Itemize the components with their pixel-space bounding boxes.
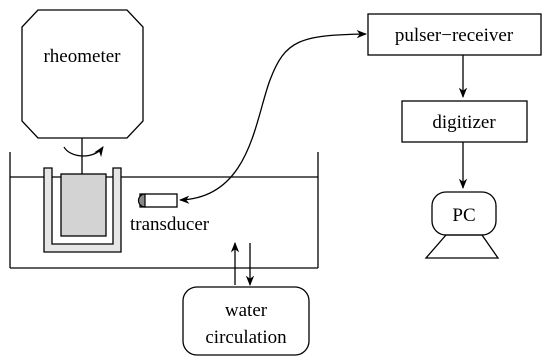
pulser-receiver-node: pulser−receiver [367,13,542,56]
circulation-label: circulation [205,327,287,348]
transducer: transducer [130,193,210,235]
digitizer-box [401,100,528,143]
transducer-face [137,193,146,208]
cup-wall [43,167,122,253]
rheometer-box [21,9,144,139]
water-circulation-box [182,286,310,356]
pulser-receiver-box [367,13,542,56]
couette-cell [43,167,122,253]
water-circulation-node: water circulation [182,286,310,356]
transducer-cable [178,29,368,204]
water-label: water [225,300,268,321]
pc-label: PC [452,205,475,226]
pc-stand [424,234,500,259]
pulser-receiver-label: pulser−receiver [395,25,514,46]
transducer-label: transducer [130,214,210,235]
rheometer-node: rheometer [21,9,144,139]
rotation-arrow [63,146,104,158]
digitizer-node: digitizer [401,100,528,143]
pc-node: PC [424,191,500,259]
digitizer-label: digitizer [432,112,496,133]
rheometer-label: rheometer [43,46,121,67]
sample [60,173,107,237]
